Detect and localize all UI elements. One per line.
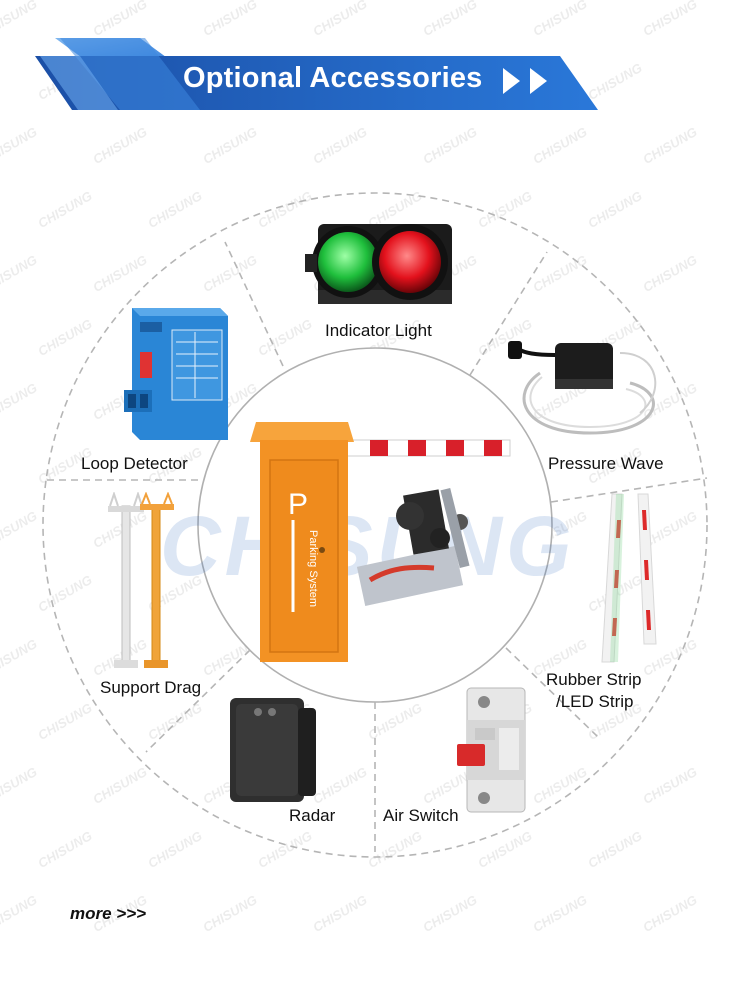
accessory-label-rubber-strip: Rubber Strip [546, 670, 642, 689]
radar-icon [230, 698, 316, 802]
accessory-label-pressure-wave: Pressure Wave [548, 454, 664, 473]
loop-detector-icon [124, 308, 228, 440]
accessory-label-radar: Radar [289, 806, 336, 825]
barrier-gate-icon: P Parking System [250, 422, 511, 662]
header-banner: Optional Accessories [0, 0, 750, 120]
accessory-label-led-strip: /LED Strip [556, 692, 634, 711]
banner-shape [35, 38, 598, 110]
svg-text:Parking System: Parking System [307, 530, 319, 607]
accessory-label-indicator-light: Indicator Light [325, 321, 432, 340]
more-link[interactable]: more >>> [70, 904, 147, 923]
arrow-right-icon [530, 68, 547, 94]
air-switch-icon [457, 687, 526, 813]
traffic-light-icon [305, 224, 452, 304]
accessory-label-air-switch: Air Switch [383, 806, 459, 825]
accessory-label-support-drag: Support Drag [100, 678, 202, 697]
svg-text:P: P [288, 488, 308, 521]
arrow-right-icon [503, 68, 520, 94]
accessory-label-loop-detector: Loop Detector [81, 454, 188, 473]
support-stand-icon [108, 492, 174, 668]
pressure-wave-sensor-icon [508, 341, 657, 435]
rubber-strip-icon [601, 493, 657, 663]
banner-title: Optional Accessories [183, 62, 483, 94]
